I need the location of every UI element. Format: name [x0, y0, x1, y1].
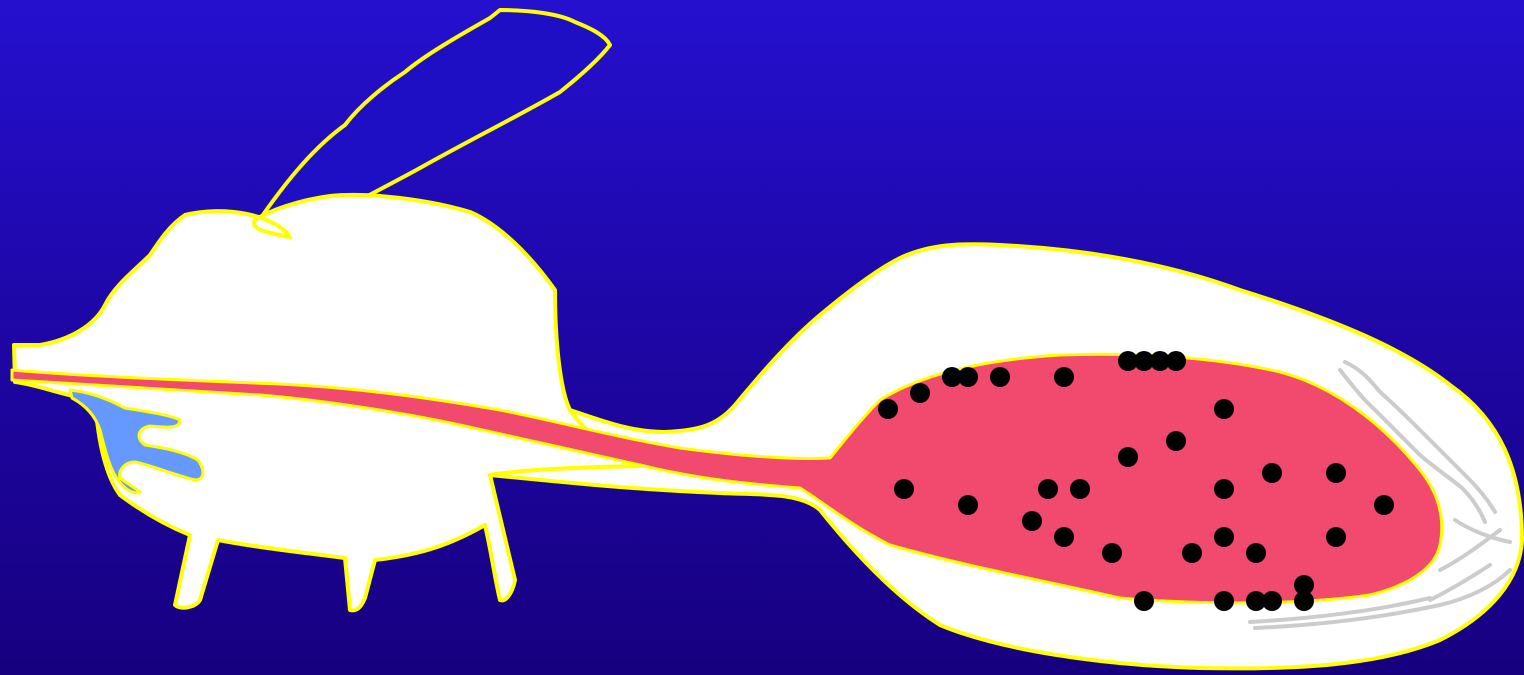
particle-dot [1262, 463, 1282, 483]
particle-dot [1054, 367, 1074, 387]
particle-dot [1246, 543, 1266, 563]
particle-dot [1102, 543, 1122, 563]
particle-dot [878, 399, 898, 419]
particle-dot [1294, 591, 1314, 611]
particle-dot [1054, 527, 1074, 547]
particle-dot [910, 383, 930, 403]
particle-dot [1038, 479, 1058, 499]
particle-dot [1214, 591, 1234, 611]
particle-dot [1214, 479, 1234, 499]
particle-dot [894, 479, 914, 499]
particle-dot [1166, 431, 1186, 451]
particle-dot [1022, 511, 1042, 531]
particle-dot [1326, 527, 1346, 547]
particle-dot [1070, 479, 1090, 499]
particle-dot [1182, 543, 1202, 563]
particle-dot [990, 367, 1010, 387]
particle-dot [1326, 463, 1346, 483]
particle-dot [958, 367, 978, 387]
particle-dot [1214, 399, 1234, 419]
particle-dot [1118, 447, 1138, 467]
particle-dot [1166, 351, 1186, 371]
particle-dot [1262, 591, 1282, 611]
particle-dot [1214, 527, 1234, 547]
particle-dot [1134, 591, 1154, 611]
particle-dot [958, 495, 978, 515]
particle-dot [1374, 495, 1394, 515]
